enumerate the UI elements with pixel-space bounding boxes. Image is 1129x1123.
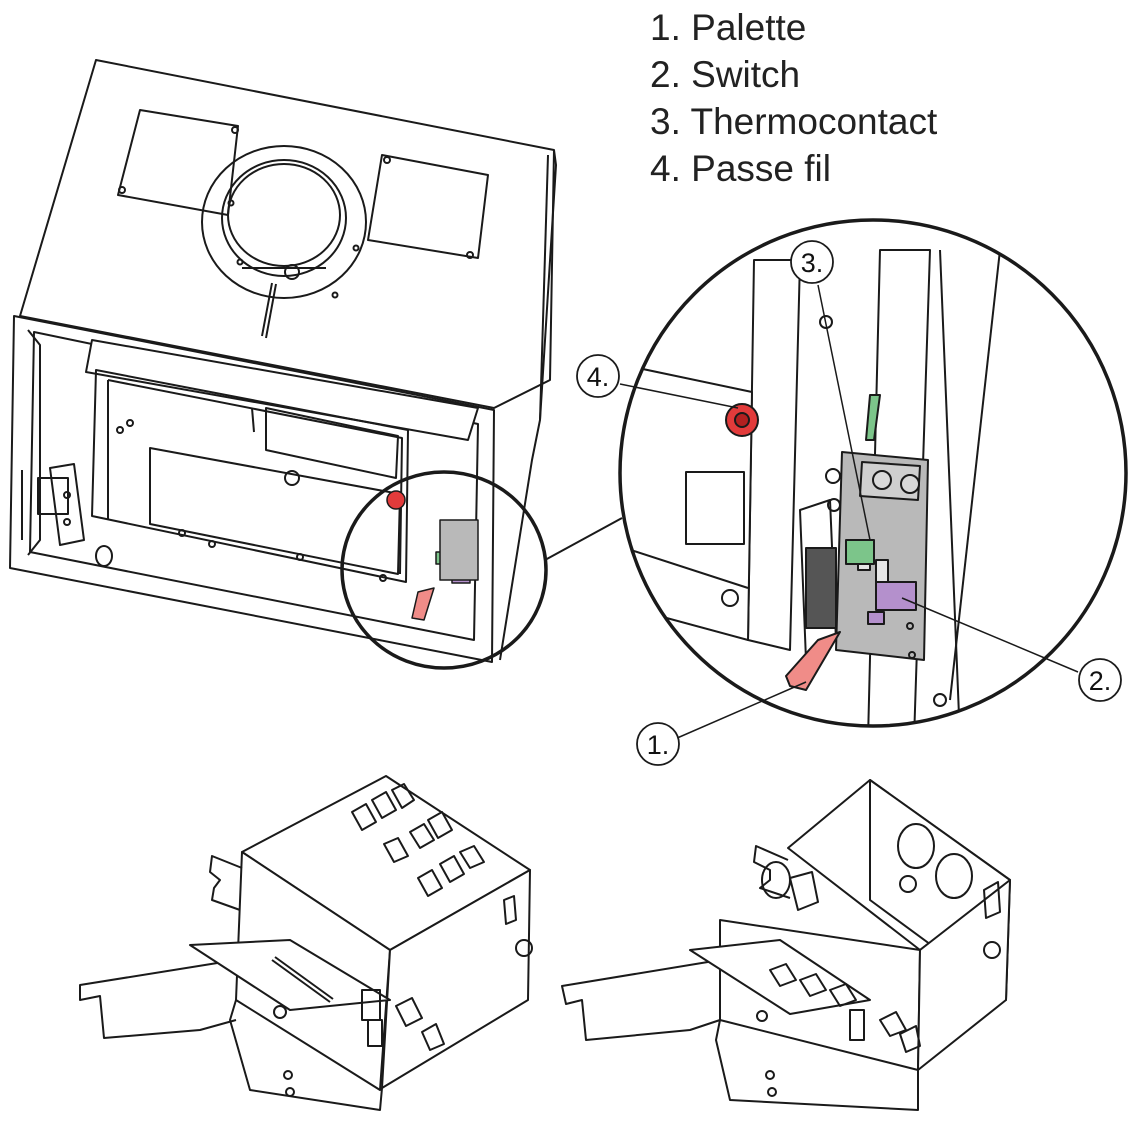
housing-open-view bbox=[561, 779, 1011, 1111]
svg-text:1.: 1. bbox=[647, 730, 670, 760]
detail-source-circle bbox=[340, 470, 548, 670]
callout-3: 3. bbox=[790, 240, 834, 284]
svg-text:3.: 3. bbox=[801, 248, 824, 278]
svg-text:2.: 2. bbox=[1089, 666, 1112, 696]
callout-4: 4. bbox=[576, 354, 620, 398]
legend-item-palette: 1. Palette bbox=[650, 7, 807, 48]
top-panel bbox=[19, 59, 555, 409]
housing-closed-view bbox=[79, 775, 533, 1111]
legend-item-passe-fil: 4. Passe fil bbox=[650, 148, 831, 189]
detail-zoom bbox=[618, 218, 1128, 728]
palette-part bbox=[785, 631, 841, 691]
parts-legend: 1. Palette 2. Switch 3. Thermocontact 4.… bbox=[650, 4, 937, 192]
switch-part bbox=[875, 581, 917, 611]
legend-item-thermocontact: 3. Thermocontact bbox=[650, 101, 938, 142]
fireplace-unit bbox=[9, 59, 557, 663]
access-plate-right bbox=[367, 154, 489, 259]
zoom-connector bbox=[544, 517, 623, 561]
callout-1: 1. bbox=[636, 722, 680, 766]
left-mechanism bbox=[21, 329, 85, 556]
svg-text:4.: 4. bbox=[587, 362, 610, 392]
detail-zoom-circle bbox=[618, 218, 1128, 728]
legend-item-switch: 2. Switch bbox=[650, 54, 801, 95]
callout-2: 2. bbox=[1078, 658, 1122, 702]
thermocontact-part bbox=[845, 539, 875, 565]
flue-collar bbox=[201, 145, 367, 339]
